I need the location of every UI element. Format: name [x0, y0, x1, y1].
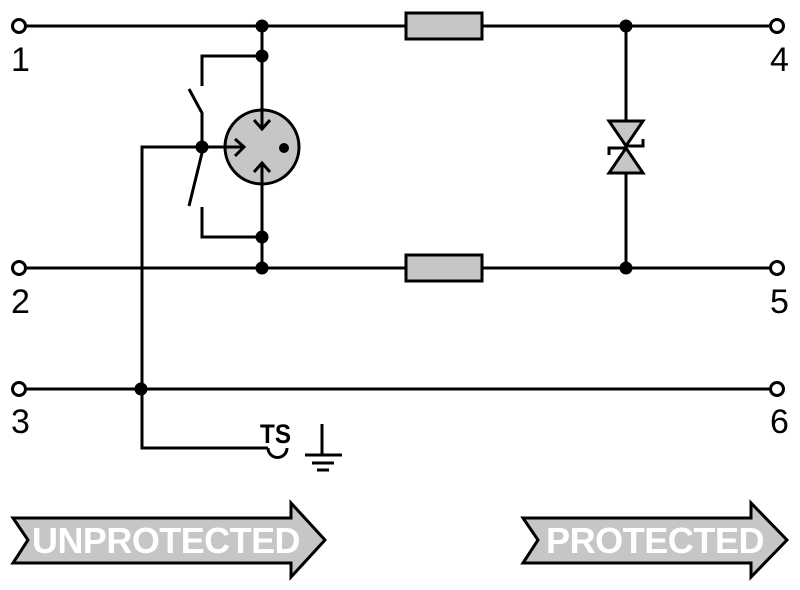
unprotected-arrow-icon	[10, 499, 328, 581]
junction-dot	[255, 261, 269, 275]
decoupling-fuse-line-1-icon	[404, 11, 484, 41]
junction-dots	[134, 19, 633, 396]
gdt-electrode-dot	[279, 143, 289, 153]
junction-dot	[619, 19, 633, 33]
decoupling-fuse-line-2-icon	[404, 253, 484, 283]
terminal-2-circle	[11, 260, 27, 276]
terminal-3-circle	[11, 381, 27, 397]
terminal-1-circle	[11, 18, 27, 34]
switch-bottom-bracket	[200, 207, 262, 239]
terminal-6-circle	[769, 381, 785, 397]
junction-dot	[255, 49, 269, 63]
unprotected-banner-label: UNPROTECTED	[32, 520, 300, 561]
protected-banner: PROTECTED	[520, 499, 790, 581]
suppressor-diode-icon	[606, 26, 646, 268]
terminal-4-label: 4	[770, 41, 789, 79]
terminal-6-label: 6	[770, 403, 789, 441]
junction-dot	[134, 382, 148, 396]
gdt-bottom-arrow-icon	[252, 160, 272, 173]
unprotected-banner: UNPROTECTED	[10, 499, 328, 581]
junction-dot	[255, 19, 269, 33]
gas-discharge-tube-icon	[203, 108, 301, 186]
protected-banner-label: PROTECTED	[546, 520, 764, 561]
terminal-4-circle	[769, 18, 785, 34]
tvs-bottom-triangle	[606, 145, 646, 175]
gdt-left-arrow-icon	[233, 137, 247, 158]
terminal-5-label: 5	[770, 283, 789, 321]
terminal-2-label: 2	[11, 283, 30, 321]
ts-label: TS	[260, 419, 291, 449]
earth-ground-icon	[305, 424, 342, 472]
tvs-top-triangle	[606, 119, 646, 149]
tvs-bar-right	[626, 139, 645, 148]
thermal-disconnect-switch-icon	[187, 54, 262, 239]
tvs-bar-left	[607, 146, 626, 155]
switch-top-bracket	[200, 54, 262, 86]
switch-bottom-blade	[187, 147, 204, 207]
ts-disconnect-contact-icon	[266, 447, 289, 459]
terminal-3-label: 3	[11, 403, 30, 441]
switch-top-blade	[187, 88, 204, 147]
junction-dot	[619, 261, 633, 275]
protected-arrow-icon	[520, 499, 790, 581]
terminal-5-circle	[769, 260, 785, 276]
junction-dot	[255, 230, 269, 244]
junction-dot	[195, 140, 209, 154]
gdt-top-arrow-icon	[252, 119, 272, 132]
ts-branch-wire	[140, 145, 268, 450]
terminal-1-label: 1	[11, 41, 30, 79]
